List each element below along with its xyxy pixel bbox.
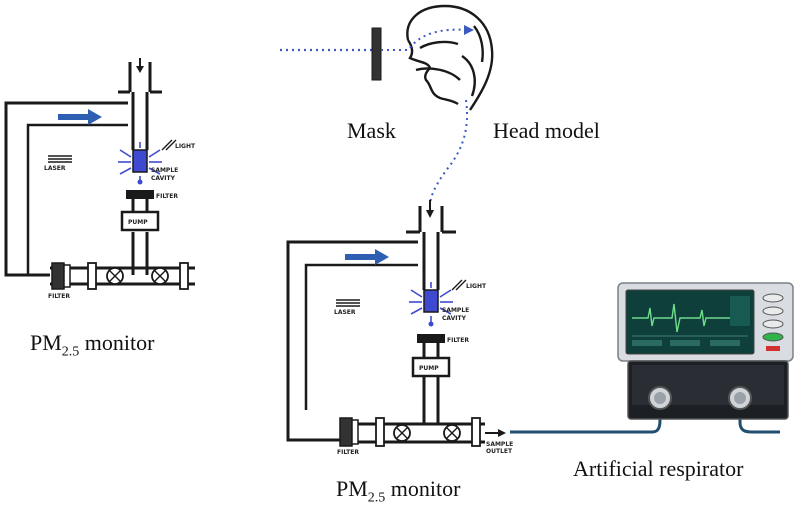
right-inlet-arrow — [426, 200, 434, 218]
left-filter-label: FILTER — [156, 193, 178, 200]
outlet-tube — [510, 410, 662, 434]
right-pump-label: PUMP — [419, 365, 439, 372]
right-sample-label: SAMPLE — [442, 307, 469, 314]
right-sample-cavity — [409, 279, 467, 327]
head-airflow-arrowhead — [464, 25, 474, 35]
right-filter — [417, 334, 445, 343]
connecting-dotted-line — [429, 99, 468, 207]
left-cavity-label: CAVITY — [151, 175, 176, 182]
left-laser — [48, 155, 72, 163]
left-laser-label: LASER — [44, 165, 66, 172]
respirator-tube-right — [738, 410, 780, 434]
mask-label: Mask — [347, 118, 396, 143]
right-inlet-filter-label: FILTER — [337, 449, 359, 456]
left-pm-monitor — [4, 62, 195, 286]
respirator-waveform — [632, 303, 746, 333]
head-airflow-top — [409, 28, 469, 49]
respirator-knob-1 — [762, 293, 784, 303]
left-pump-label: PUMP — [128, 219, 148, 226]
artificial-respirator — [617, 282, 794, 420]
left-bottom-components — [51, 262, 189, 290]
left-light-label: LIGHT — [175, 143, 196, 150]
left-filter — [126, 190, 154, 199]
left-pump — [120, 210, 160, 232]
left-loop-line — [4, 101, 128, 277]
respirator-knob-2 — [762, 306, 784, 316]
respirator-screen — [625, 289, 755, 355]
right-filter-label: FILTER — [447, 337, 469, 344]
left-pm-monitor-label: PM2.5 monitor — [30, 330, 155, 360]
left-flow-arrow — [58, 109, 102, 125]
respirator-red-indicator — [766, 346, 780, 351]
left-inlet-filter-label: FILTER — [48, 293, 70, 300]
left-inlet-arrow — [136, 58, 144, 73]
mask-plate — [371, 27, 382, 81]
right-pm-monitor-label: PM2.5 monitor — [336, 476, 461, 506]
sample-outlet-label-1: SAMPLE — [486, 441, 513, 448]
right-bottom-components — [339, 417, 506, 447]
left-sample-label: SAMPLE — [151, 167, 178, 174]
left-inner-loop — [26, 123, 128, 275]
right-pump — [411, 356, 451, 378]
right-cavity-label: CAVITY — [442, 315, 467, 322]
sample-outlet-label-2: OUTLET — [486, 448, 513, 455]
right-laser — [336, 299, 360, 307]
right-laser-label: LASER — [334, 309, 356, 316]
respirator-green-button — [762, 332, 784, 342]
respirator-knob-3 — [762, 319, 784, 329]
head-model-label: Head model — [493, 118, 600, 143]
head-model — [406, 4, 494, 111]
right-flow-arrow — [345, 249, 389, 265]
left-sample-cavity — [118, 139, 177, 185]
right-light-label: LIGHT — [466, 283, 487, 290]
artificial-respirator-label: Artificial respirator — [573, 456, 744, 481]
right-pm-monitor — [286, 206, 485, 444]
